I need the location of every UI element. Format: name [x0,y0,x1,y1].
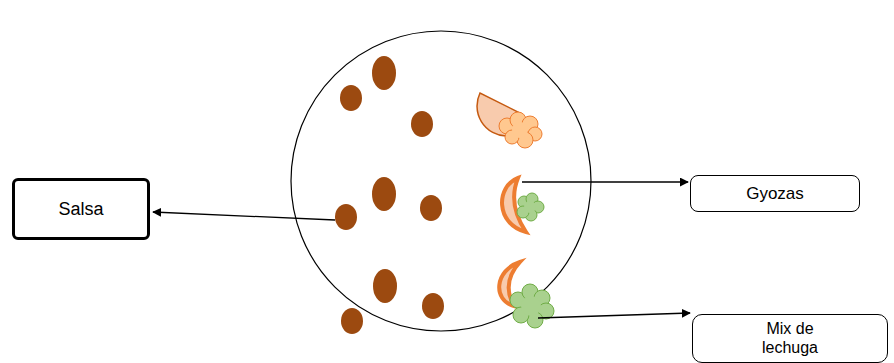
plate-circle [291,31,591,331]
label-box: Gyozas [690,175,860,212]
sauce-dots [335,56,444,334]
label-box: Salsa [12,178,150,240]
leader-lines [153,182,690,318]
label-box: Mix de lechuga [692,314,888,363]
label-text: Mix de lechuga [749,320,831,357]
label-text: Salsa [58,199,103,220]
leader-line [153,212,335,220]
label-text: Gyozas [746,184,804,204]
gyoza-middle [502,178,544,232]
gyoza-top [477,93,542,148]
leader-line [538,313,690,318]
leader-line [522,181,688,182]
